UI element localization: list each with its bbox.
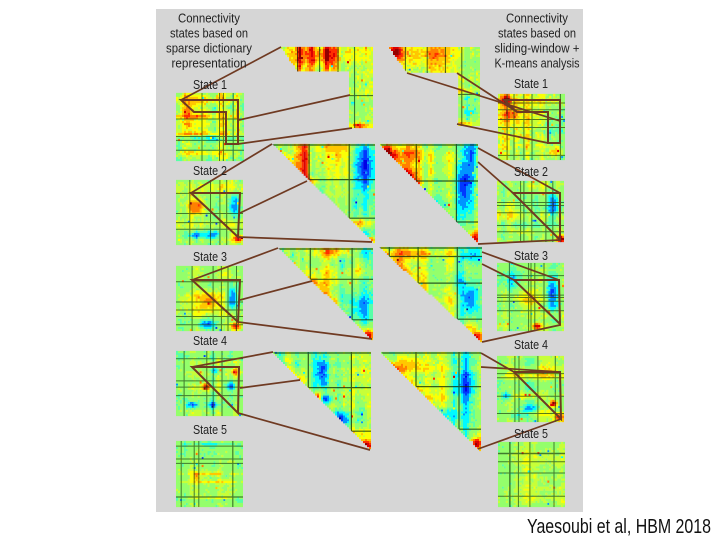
- svg-text:State 2: State 2: [193, 163, 227, 178]
- svg-text:State 3: State 3: [514, 248, 548, 263]
- svg-text:Connectivity: Connectivity: [178, 11, 241, 25]
- svg-text:Yaesoubi et al, HBM 2018: Yaesoubi et al, HBM 2018: [527, 516, 711, 538]
- svg-text:K-means analysis: K-means analysis: [495, 56, 580, 70]
- svg-text:State 4: State 4: [514, 337, 548, 352]
- svg-text:sparse dictionary: sparse dictionary: [166, 41, 253, 55]
- svg-text:states based on: states based on: [498, 26, 576, 40]
- svg-text:State 5: State 5: [193, 422, 227, 437]
- svg-text:State 1: State 1: [193, 77, 227, 92]
- svg-text:states based on: states based on: [170, 26, 248, 40]
- svg-text:State 5: State 5: [514, 426, 548, 441]
- svg-text:sliding-window +: sliding-window +: [495, 41, 580, 55]
- svg-text:State 3: State 3: [193, 249, 227, 264]
- svg-text:Connectivity: Connectivity: [506, 11, 569, 25]
- svg-text:State 1: State 1: [514, 76, 548, 91]
- svg-text:State 2: State 2: [514, 164, 548, 179]
- svg-text:State 4: State 4: [193, 333, 227, 348]
- svg-text:representation: representation: [172, 56, 247, 70]
